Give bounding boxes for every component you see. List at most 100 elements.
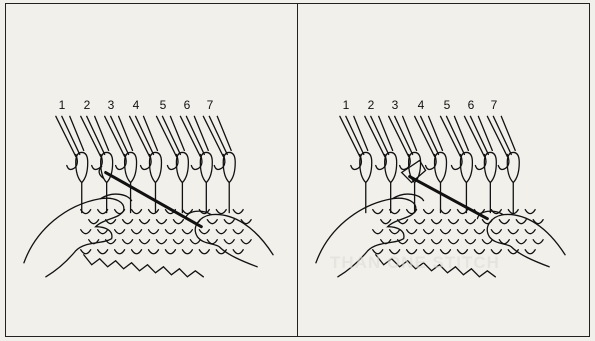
stitch-loop [435, 152, 447, 182]
needle-number-6: 6 [468, 98, 475, 112]
fabric-stitch [182, 250, 192, 254]
stitch-loop [360, 152, 372, 182]
needle-shaft [119, 116, 133, 150]
fabric-stitch [132, 230, 142, 234]
fabric-stitch [525, 210, 535, 214]
bleed-through-text: THAN ONE STITCH [330, 253, 500, 273]
needle-number-4: 4 [133, 98, 140, 112]
fabric-stitch [390, 230, 400, 234]
needle-number-2: 2 [84, 98, 91, 112]
stitch-loop [223, 152, 235, 182]
stitch-loop [484, 152, 496, 182]
stitch-loop [507, 152, 519, 182]
stitch-loop [176, 152, 188, 182]
fabric-stitch [216, 210, 226, 214]
fabric-stitch [224, 220, 234, 224]
fabric-stitch [98, 250, 108, 254]
fabric-stitch [465, 240, 475, 244]
fabric-stitch [216, 230, 226, 234]
needle-number-3: 3 [392, 98, 399, 112]
fabric-stitch [115, 250, 125, 254]
stitch-loop [385, 152, 397, 182]
needle-shaft [354, 116, 368, 150]
fabric-stitch [132, 250, 142, 254]
fabric-stitch [140, 220, 150, 224]
fabric-stitch [373, 230, 383, 234]
stitch-loop [200, 152, 212, 182]
fabric-stitch [156, 240, 166, 244]
fabric-stitch [407, 230, 417, 234]
fabric-stitch [482, 240, 492, 244]
fabric-stitch [424, 210, 434, 214]
fabric-stitch [241, 240, 251, 244]
fabric-stitch [415, 240, 425, 244]
figure-frame: 1 2 3 4 5 6 7 1 2 3 4 5 6 7 [5, 3, 590, 337]
fabric-stitch [81, 250, 91, 254]
fabric-stitch [199, 230, 209, 234]
fabric-stitch [516, 220, 526, 224]
fabric-stitch [491, 230, 501, 234]
fabric-stitch [415, 220, 425, 224]
fabric-stitch [533, 240, 543, 244]
needle-number-7: 7 [207, 98, 214, 112]
needle-shaft [70, 116, 84, 150]
fabric-stitch [233, 210, 243, 214]
fabric-stitch [149, 250, 159, 254]
fabric-stitch [149, 230, 159, 234]
fabric-stitch [182, 230, 192, 234]
needle-shaft [144, 116, 158, 150]
fabric-stitch [98, 230, 108, 234]
fabric-stitch [525, 230, 535, 234]
needle-number-5: 5 [444, 98, 451, 112]
fabric-stitch [173, 240, 183, 244]
fabric-stitch [149, 210, 159, 214]
fabric-stitch [448, 220, 458, 224]
fabric-stitch [156, 220, 166, 224]
fabric-stitch [233, 230, 243, 234]
illustration-panel-right: 1 2 3 4 5 6 7 [298, 4, 589, 336]
stitch-loop [76, 152, 88, 182]
fabric-stitch [424, 230, 434, 234]
needle-shaft [429, 116, 443, 150]
fabric-stitch [441, 210, 451, 214]
needle-number-1: 1 [59, 98, 66, 112]
fabric-stitch [173, 220, 183, 224]
fabric-stitch [140, 240, 150, 244]
needle-number-1: 1 [343, 98, 350, 112]
fabric-stitch [199, 250, 209, 254]
needle-number-7: 7 [491, 98, 498, 112]
knitting-illustration-left [6, 4, 297, 336]
fabric-stitch [207, 220, 217, 224]
fabric-stitch [516, 240, 526, 244]
stitch-loop [150, 152, 162, 182]
fabric-stitch [123, 240, 133, 244]
needle-shaft [403, 116, 417, 150]
fabric-stitch [432, 240, 442, 244]
fabric-stitch [123, 220, 133, 224]
fabric-stitch [441, 230, 451, 234]
fabric-stitch [81, 230, 91, 234]
drawing-group [24, 116, 273, 276]
fabric-stitch [373, 210, 383, 214]
fabric-stitch [499, 220, 509, 224]
left-hand [24, 198, 124, 277]
fabric-stitch [115, 230, 125, 234]
fabric-stitch [165, 230, 175, 234]
stitch-loop [460, 152, 472, 182]
needle-number-4: 4 [418, 98, 425, 112]
fabric-stitch [132, 210, 142, 214]
needle-number-5: 5 [160, 98, 167, 112]
fabric-edge [84, 255, 204, 277]
fabric-stitch [448, 240, 458, 244]
needle-number-3: 3 [108, 98, 115, 112]
needle-number-2: 2 [368, 98, 375, 112]
stitch-loop [125, 152, 137, 182]
needle-number-6: 6 [184, 98, 191, 112]
illustration-panel-left: 1 2 3 4 5 6 7 [6, 4, 298, 336]
fabric-stitch [233, 250, 243, 254]
fabric-stitch [381, 220, 391, 224]
needle-shaft [217, 116, 231, 150]
fabric-stitch [465, 220, 475, 224]
fabric-stitch [190, 240, 200, 244]
fabric-stitch [165, 250, 175, 254]
